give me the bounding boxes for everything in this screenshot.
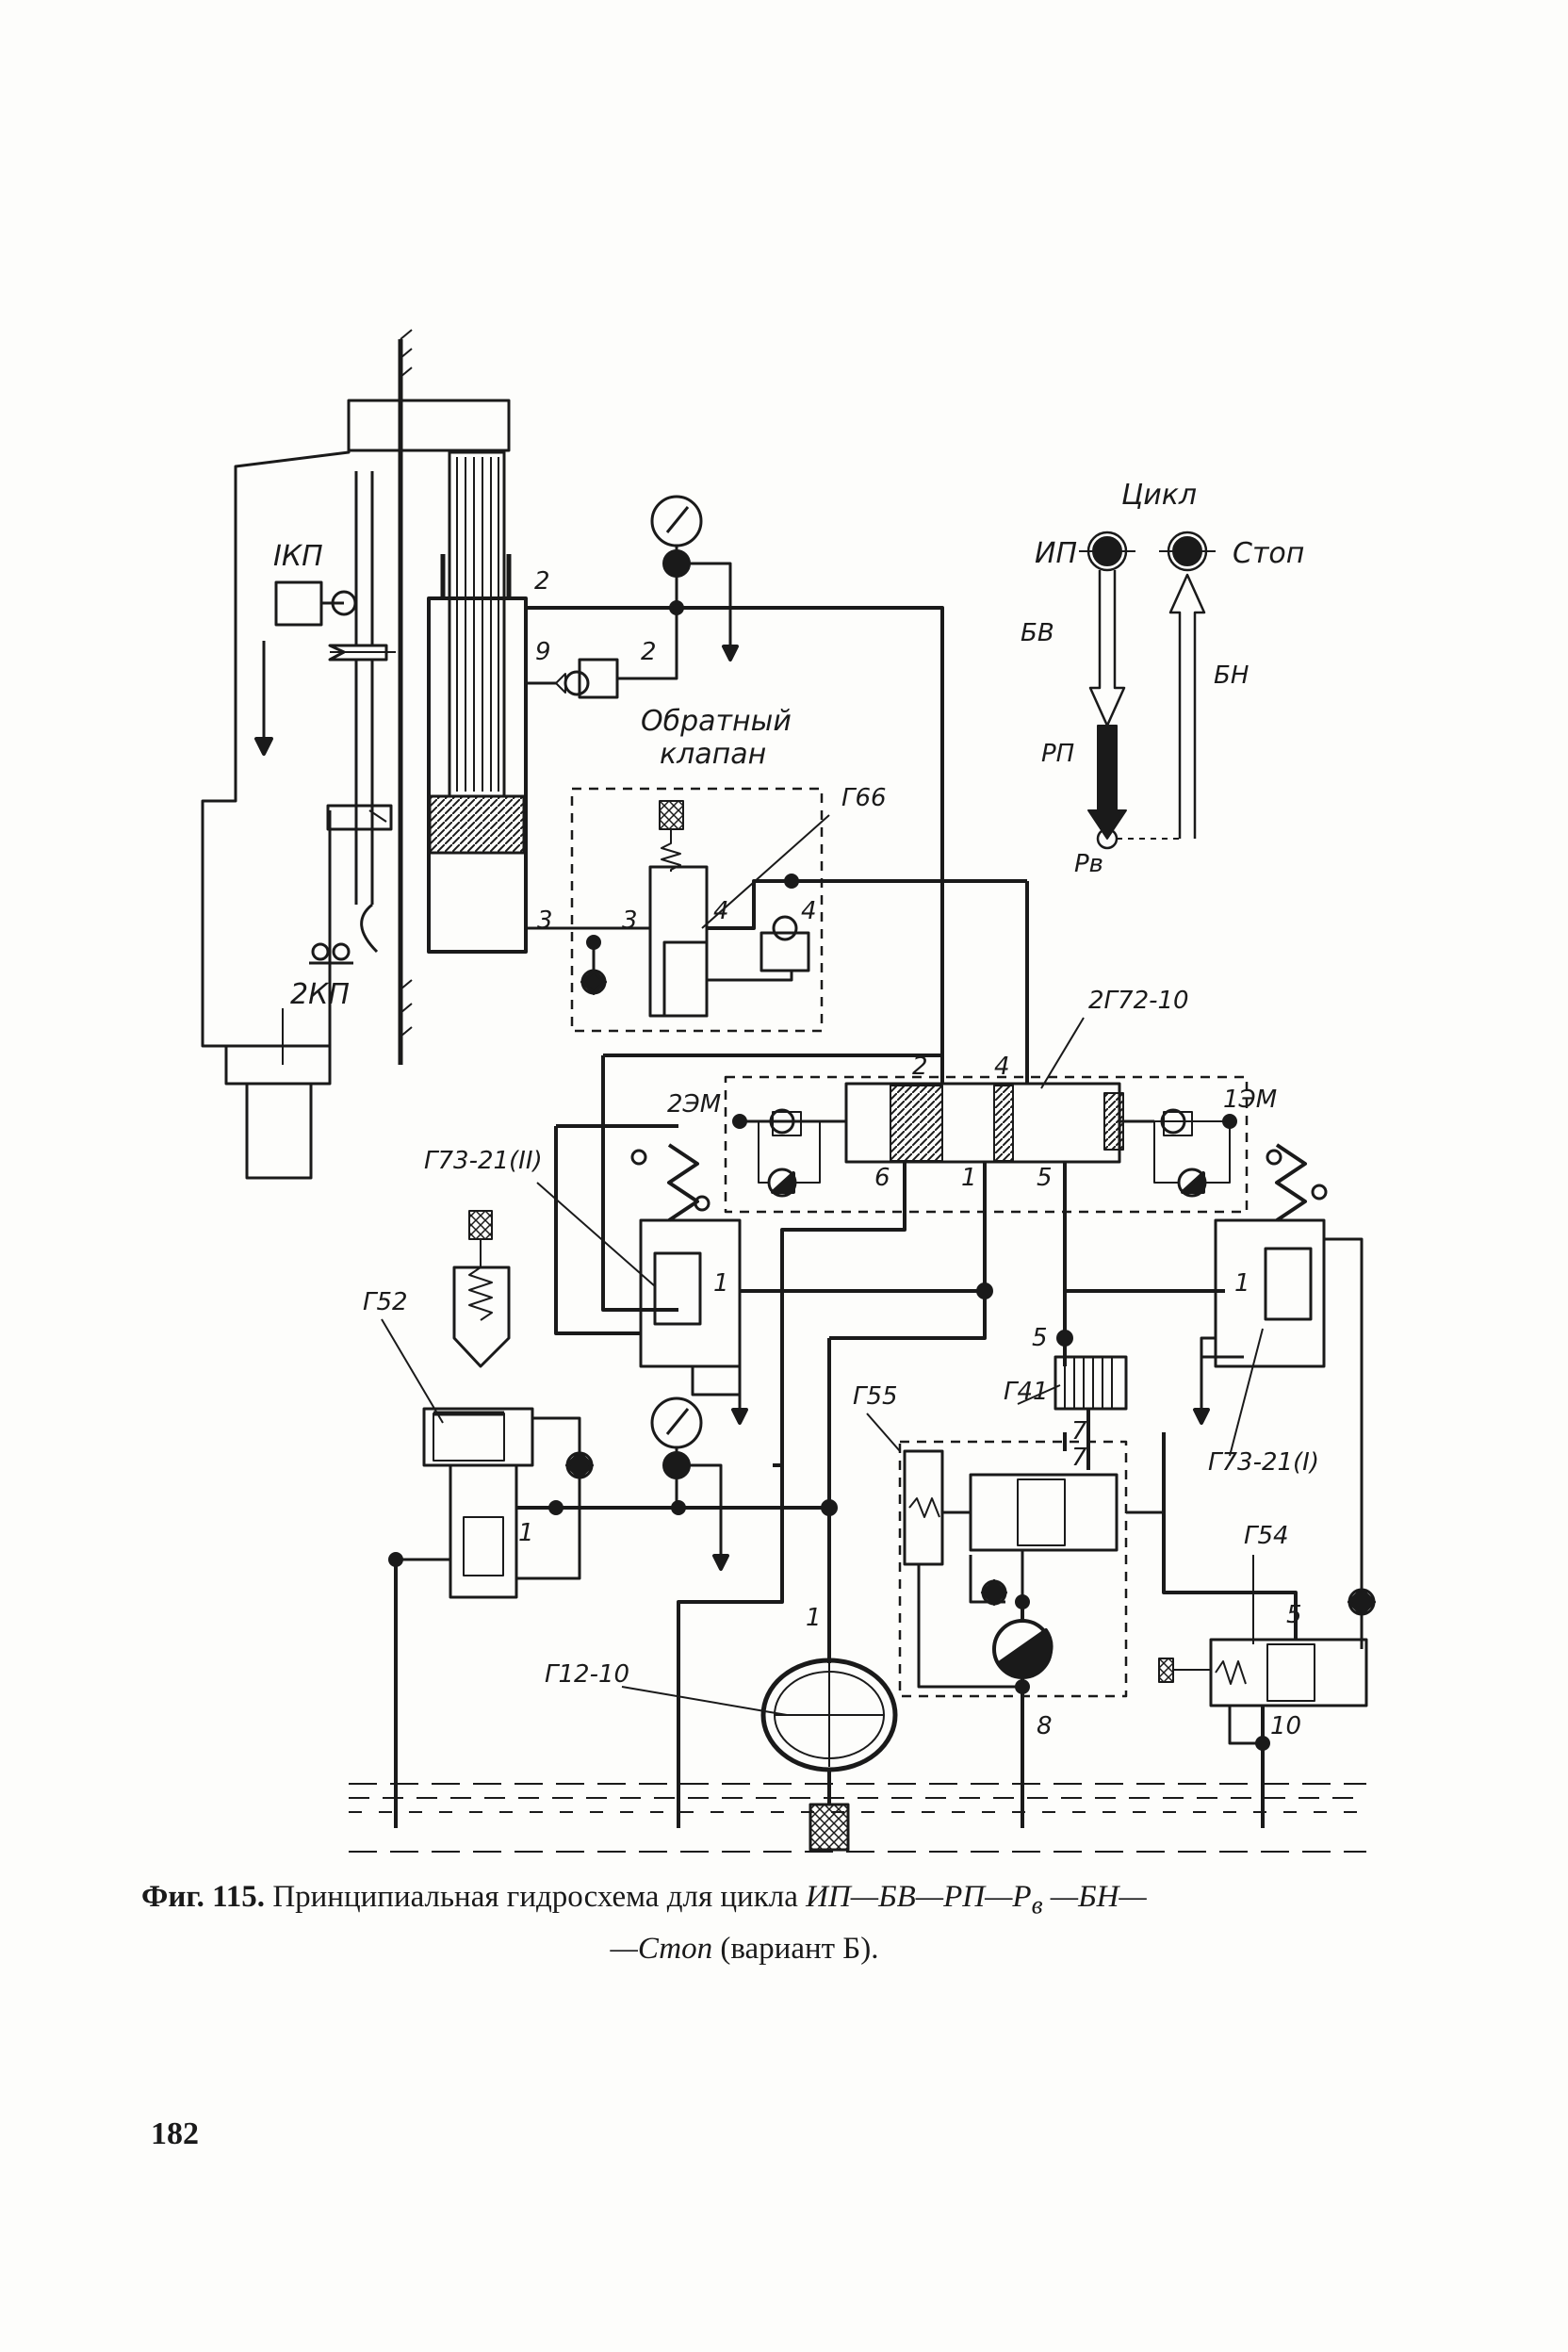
label-g12: Г12-10 (545, 1660, 629, 1689)
label-dist-2: 2 (912, 1053, 928, 1081)
label-dist-5: 5 (1037, 1164, 1053, 1192)
caption-fig-label: Фиг. 115. (141, 1880, 266, 1914)
label-frac-den: 7 (1071, 1444, 1087, 1472)
label-check-valve-1: Обратный (641, 705, 792, 738)
label-node5: 5 (1032, 1324, 1048, 1352)
cycle-stop: Стоп (1233, 537, 1304, 570)
label-1em: 1ЭМ (1223, 1086, 1277, 1114)
limit-switch-2kp (309, 804, 393, 965)
label-g55: Г55 (853, 1382, 898, 1411)
label-port2-top: 2 (534, 567, 550, 596)
label-2g72: 2Г72-10 (1088, 987, 1189, 1015)
schematic-labels: IКП 2КП 2 9 2 Обратный клапан Г66 3 3 4 … (273, 479, 1319, 1740)
label-port8: 8 (1037, 1712, 1053, 1740)
label-g73-ii: Г73-21(II) (424, 1147, 543, 1175)
label-dist-4: 4 (994, 1053, 1010, 1081)
label-g54: Г54 (1244, 1522, 1289, 1550)
cycle-title: Цикл (1121, 479, 1197, 512)
main-cylinder (427, 450, 528, 954)
label-2em: 2ЭМ (667, 1090, 721, 1119)
label-g54-port10: 10 (1270, 1712, 1301, 1740)
label-pump-port1: 1 (806, 1604, 822, 1632)
check-valve (526, 608, 678, 699)
label-g73-i-port: 1 (1234, 1269, 1250, 1298)
leader-lines (381, 814, 1264, 1716)
label-dist-6: 6 (874, 1164, 890, 1192)
label-g52-port: 1 (518, 1519, 534, 1547)
pressure-valve-g52 (388, 1210, 581, 1828)
throttle-g41 (1054, 1355, 1128, 1470)
valve-g66 (526, 787, 1029, 1084)
pump-g12 (760, 1658, 898, 1852)
caption-cycle-1: ИП—БВ—РП—Р (806, 1880, 1032, 1914)
solenoid-valve-g73-ii (630, 1143, 985, 1425)
limit-switch-1kp (274, 580, 396, 662)
cycle-rp: РП (1041, 740, 1074, 768)
label-g54-port5: 5 (1286, 1601, 1302, 1629)
label-port2-check: 2 (641, 638, 657, 666)
caption-text: Принципиальная гидросхема для цикла (265, 1880, 807, 1914)
label-port4-b: 4 (801, 897, 817, 925)
label-dist-1: 1 (961, 1164, 977, 1192)
label-g41: Г41 (1004, 1378, 1049, 1406)
cycle-diagram (1079, 531, 1216, 850)
cycle-bn: БН (1214, 662, 1249, 690)
caption-sub: в (1031, 1889, 1043, 1919)
label-frac-num: 7 (1071, 1417, 1087, 1446)
figure-caption: Фиг. 115. Принципиальная гидросхема для … (141, 1875, 1461, 1970)
label-check-valve-2: клапан (660, 738, 766, 771)
label-g73-ii-port: 1 (713, 1269, 729, 1298)
feed-regulator-g55 (898, 1440, 1164, 1828)
caption-line2-italic: —Стоп (610, 1931, 713, 1966)
label-port9: 9 (535, 638, 551, 666)
label-g66: Г66 (841, 784, 887, 812)
label-1kp: IКП (273, 540, 323, 573)
label-g52: Г52 (363, 1288, 408, 1316)
solenoid-valve-g73-i (1065, 1143, 1364, 1602)
cycle-ip: ИП (1035, 537, 1077, 570)
tank-fluid (349, 1783, 1366, 1853)
label-g73-i: Г73-21(I) (1208, 1448, 1319, 1477)
valve-g54 (1063, 1432, 1376, 1828)
cycle-pv: Рв (1074, 850, 1103, 878)
page-number: 182 (151, 2116, 199, 2151)
cycle-bv: БВ (1021, 619, 1054, 647)
distributor-2g72 (724, 1075, 1249, 1467)
label-port3-right: 3 (622, 906, 638, 935)
caption-cycle-2: —БН— (1042, 1880, 1147, 1914)
caption-line2-plain: (вариант Б). (712, 1931, 879, 1966)
label-2kp: 2КП (290, 978, 350, 1011)
label-port3-left: 3 (537, 906, 553, 935)
machine-frame (201, 329, 511, 1180)
